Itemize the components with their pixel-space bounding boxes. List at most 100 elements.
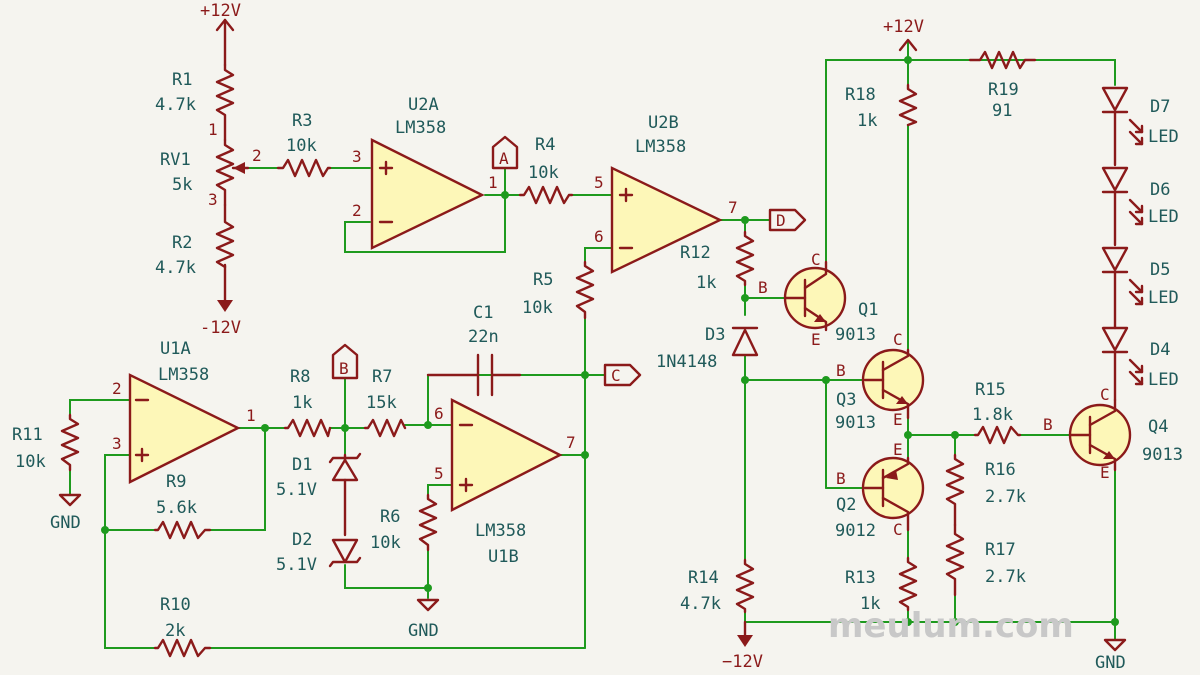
label-refs-D3: D3 (705, 325, 725, 345)
diodes (328, 86, 1144, 568)
resistor-R18 (898, 83, 918, 127)
transistor-Q3 (861, 348, 925, 420)
label-pins-C: C (893, 330, 903, 349)
resistor-R8 (283, 418, 332, 438)
resistor-R17 (945, 523, 965, 597)
label-values-R3: 10k (286, 136, 317, 156)
label-pins-B: B (836, 469, 846, 488)
label-values-C1: 22n (468, 327, 499, 347)
opamp-U1A (128, 373, 241, 484)
label-values-R9: 5.6k (156, 498, 197, 518)
label-refs-R4: R4 (535, 135, 555, 155)
label-values-R6: 10k (370, 533, 401, 553)
label-pins-p2: 2 (112, 379, 122, 398)
opamp-U1B (450, 398, 563, 512)
label-nets-D: D (776, 211, 786, 230)
power-symbols (58, 18, 1127, 652)
resistor-R3 (276, 158, 332, 178)
label-refs-R2: R2 (172, 233, 192, 253)
junctions (101, 56, 1119, 626)
net-flags (331, 135, 807, 387)
resistor-R12 (735, 230, 755, 287)
label-pins-p1: 1 (208, 120, 218, 139)
label-refs-U1A: U1A (160, 339, 191, 359)
label-values-R4: 10k (528, 163, 559, 183)
label-refs-Q1: Q1 (858, 300, 878, 320)
label-pins-p3: 3 (208, 190, 218, 209)
labels: +12V -12V +12V −12V GND GND GND R14.7k R… (12, 1, 1183, 673)
zener-D2 (328, 538, 362, 568)
vneg-right-label: −12V (722, 652, 763, 672)
gnd-q4-label: GND (1095, 653, 1126, 673)
label-values-opamp: LM358 (158, 365, 209, 385)
label-pins-C: C (811, 250, 821, 269)
capacitor-C1 (426, 353, 522, 397)
gnd-u1b-label: GND (408, 621, 439, 641)
resistor-R14 (735, 558, 755, 614)
label-refs-U1B: U1B (488, 547, 519, 567)
label-pins-p3: 3 (112, 434, 122, 453)
label-values-opamp: LM358 (475, 521, 526, 541)
label-refs-R19: R19 (988, 80, 1019, 100)
label-refs-Q2: Q2 (836, 495, 856, 515)
resistor-R4 (518, 185, 574, 205)
zener-D1 (328, 452, 362, 537)
label-refs-U2A: U2A (408, 95, 439, 115)
label-values-LED: LED (1148, 127, 1179, 147)
led-D7 (1101, 86, 1144, 167)
label-values-R2: 4.7k (155, 258, 196, 278)
label-pins-C: C (1100, 385, 1110, 404)
label-values-R15: 1.8k (972, 405, 1013, 425)
label-values-LED: LED (1148, 288, 1179, 308)
label-refs-R15: R15 (975, 380, 1006, 400)
opamp-U2A (370, 138, 485, 250)
label-values-R13: 1k (860, 594, 880, 614)
resistor-R11 (60, 413, 80, 472)
label-values-R8: 1k (292, 393, 312, 413)
label-pins-p2: 2 (352, 201, 362, 220)
label-values-R12: 1k (696, 273, 716, 293)
label-values-Q4: 9013 (1142, 445, 1183, 465)
label-pins-p6: 6 (594, 227, 604, 246)
label-refs-D7: D7 (1150, 97, 1170, 117)
label-pins-p5: 5 (434, 464, 444, 483)
label-refs-R3: R3 (292, 111, 312, 131)
label-values-R5: 10k (522, 298, 553, 318)
label-refs-R7: R7 (372, 367, 392, 387)
label-values-R11: 10k (15, 452, 46, 472)
label-refs-R14: R14 (688, 568, 719, 588)
label-refs-Q4: Q4 (1148, 417, 1168, 437)
resistor-R1 (215, 63, 235, 142)
label-refs-R1: R1 (172, 70, 192, 90)
label-nets-B: B (339, 359, 349, 378)
led-D5 (1101, 246, 1144, 330)
label-pins-E: E (1100, 463, 1110, 482)
label-refs-D6: D6 (1150, 180, 1170, 200)
label-pins-E: E (893, 440, 903, 459)
vneg-left-label: -12V (200, 318, 241, 338)
label-pins-p2: 2 (252, 146, 262, 165)
opamp-U2B (610, 166, 723, 274)
label-values-D3: 1N4148 (656, 352, 717, 372)
label-refs-R13: R13 (845, 568, 876, 588)
label-refs-D1: D1 (292, 455, 312, 475)
resistor-R6 (418, 493, 438, 552)
label-pins-p1: 1 (246, 406, 256, 425)
label-refs-R6: R6 (380, 507, 400, 527)
resistor-R9 (153, 520, 212, 540)
label-values-R18: 1k (857, 111, 877, 131)
transistor-Q1 (783, 260, 847, 332)
label-values-LED: LED (1148, 207, 1179, 227)
label-values-R10: 2k (165, 621, 185, 641)
label-refs-R12: R12 (680, 243, 711, 263)
label-refs-R18: R18 (845, 85, 876, 105)
label-pins-p5: 5 (594, 173, 604, 192)
label-refs-RV1: RV1 (160, 150, 191, 170)
resistor-R15 (973, 425, 1022, 445)
label-pins-E: E (811, 330, 821, 349)
led-D6 (1101, 166, 1144, 247)
label-refs-R10: R10 (160, 595, 191, 615)
label-pins-B: B (836, 361, 846, 380)
